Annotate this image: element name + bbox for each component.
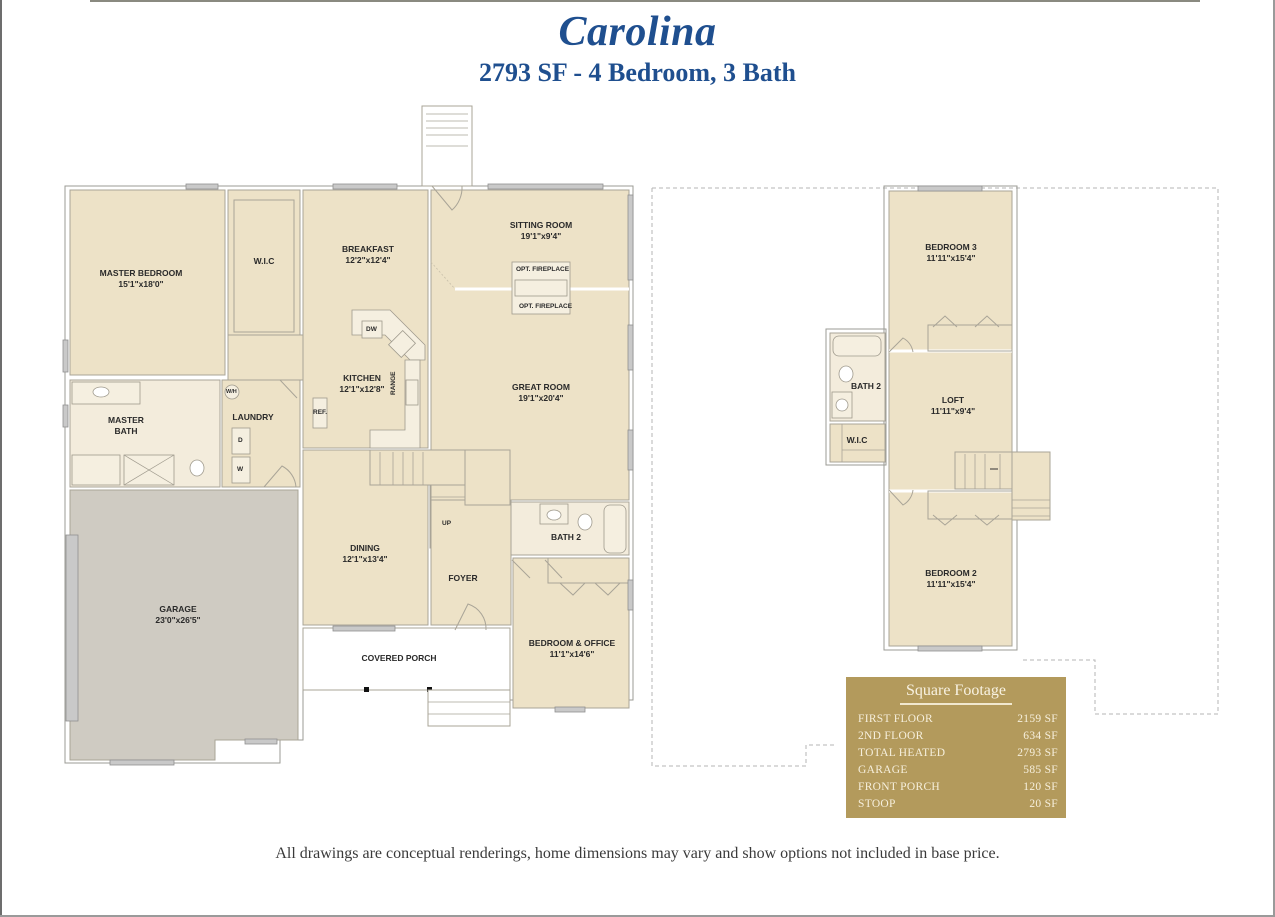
sqft-label: GARAGE — [858, 764, 908, 776]
sqft-value: 20 SF — [1029, 798, 1058, 810]
label-dryer: D — [238, 437, 243, 444]
sqft-row: FIRST FLOOR 2159 SF — [858, 713, 1058, 730]
first-floor-plan — [62, 105, 634, 766]
sqft-row: GARAGE 585 SF — [858, 764, 1058, 781]
sqft-label: TOTAL HEATED — [858, 747, 946, 759]
sqft-label: FRONT PORCH — [858, 781, 941, 793]
sqft-row: FRONT PORCH 120 SF — [858, 781, 1058, 798]
room-label-laundry: LAUNDRY — [232, 412, 274, 422]
rear-stoop-stairs — [421, 105, 473, 187]
room-label-bedroom-2: BEDROOM 2 11'11"x15'4" — [925, 568, 977, 589]
sqft-row: TOTAL HEATED 2793 SF — [858, 747, 1058, 764]
label-opt-fireplace-top: OPT. FIREPLACE — [516, 266, 570, 273]
label-dishwasher: DW — [366, 326, 377, 333]
room-label-loft: LOFT 11'11"x9'4" — [930, 395, 976, 416]
room-label-master-bedroom: MASTER BEDROOM 15'1"x18'0" — [99, 268, 183, 289]
room-label-bedroom-office: BEDROOM & OFFICE 11'1"x14'6" — [528, 638, 616, 659]
room-label-sitting-room: SITTING ROOM 19'1"x9'4" — [509, 220, 573, 241]
sqft-value: 2159 SF — [1017, 713, 1058, 725]
label-opt-fireplace-bottom: OPT. FIREPLACE — [519, 303, 573, 310]
room-label-kitchen: KITCHEN 12'1"x12'8" — [339, 373, 385, 394]
sqft-value: 2793 SF — [1017, 747, 1058, 759]
room-label-wic-second: W.I.C — [846, 435, 868, 445]
label-stairs-up: UP — [442, 520, 452, 527]
square-footage-underline — [900, 703, 1012, 705]
room-label-master-bath: MASTER BATH — [108, 415, 144, 436]
sqft-row: 2ND FLOOR 634 SF — [858, 730, 1058, 747]
room-garage — [69, 489, 299, 761]
room-label-garage: GARAGE 23'0"x26'5" — [155, 604, 201, 625]
page-border-right — [1273, 0, 1275, 917]
sqft-value: 585 SF — [1023, 764, 1058, 776]
room-label-bath-2-second: BATH 2 — [850, 381, 882, 391]
room-master-bedroom — [69, 189, 226, 376]
label-washer: W — [237, 466, 244, 473]
room-label-wic: W.I.C — [253, 256, 275, 266]
label-range: RANGE — [390, 371, 397, 395]
square-footage-title: Square Footage — [906, 682, 1006, 699]
plan-title: Carolina — [558, 9, 717, 55]
page-border-left — [0, 0, 2, 917]
plan-subtitle: 2793 SF - 4 Bedroom, 3 Bath — [478, 58, 797, 87]
sqft-row: STOOP 20 SF — [858, 798, 1058, 815]
label-refrigerator: REF. — [313, 409, 328, 416]
room-label-covered-porch: COVERED PORCH — [361, 653, 437, 663]
disclaimer-text: All drawings are conceptual renderings, … — [275, 845, 1000, 862]
room-label-dining: DINING 12'1"x13'4" — [342, 543, 388, 564]
room-label-bath-2-first: BATH 2 — [550, 532, 582, 542]
second-floor-plan — [651, 185, 1219, 767]
room-label-bedroom-3: BEDROOM 3 11'11"x15'4" — [925, 242, 977, 263]
sqft-label: FIRST FLOOR — [858, 713, 933, 725]
page-border-bottom — [0, 915, 1275, 917]
sqft-value: 120 SF — [1023, 781, 1058, 793]
room-label-foyer: FOYER — [448, 573, 478, 583]
room-label-great-room: GREAT ROOM 19'1"x20'4" — [512, 382, 570, 403]
sqft-label: STOOP — [858, 798, 896, 810]
top-rule — [90, 0, 1200, 2]
label-water-heater: W/H — [226, 389, 237, 395]
sqft-value: 634 SF — [1023, 730, 1058, 742]
room-label-breakfast: BREAKFAST 12'2"x12'4" — [342, 244, 394, 265]
sqft-label: 2ND FLOOR — [858, 730, 924, 742]
square-footage-table: Square Footage FIRST FLOOR 2159 SF 2ND F… — [846, 677, 1066, 818]
